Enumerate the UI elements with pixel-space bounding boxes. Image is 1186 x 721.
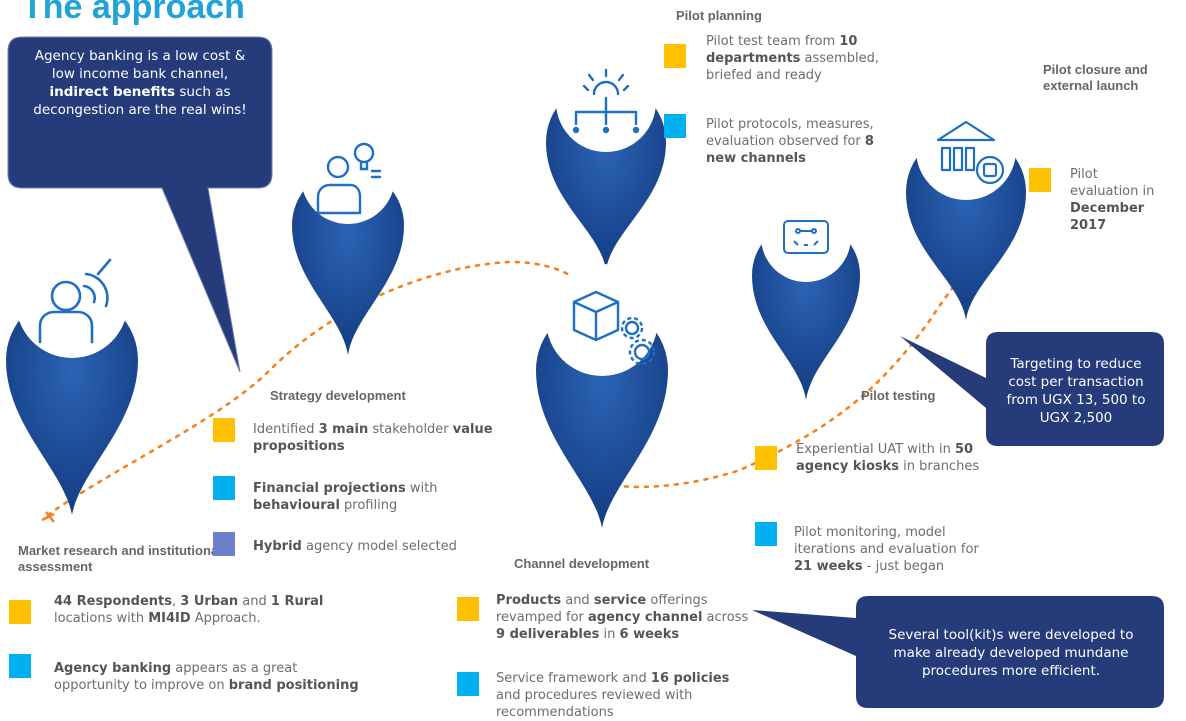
person-lightbulb-icon — [316, 142, 382, 215]
emphasis-text: Financial projections — [253, 481, 406, 496]
item-text: and — [561, 593, 594, 608]
bullet-square — [9, 654, 31, 678]
callout-agency-banking-shape — [7, 36, 273, 373]
stage-title-strategy-development: Strategy development — [270, 388, 406, 403]
hierarchy-gear-icon — [572, 68, 640, 134]
pilot-testing-item-uat: Experiential UAT with in 50 agency kiosk… — [796, 441, 1004, 475]
stage-title-pilot-testing: Pilot testing — [861, 388, 936, 403]
channel-item-products-services: Products and service offerings revamped … — [496, 592, 756, 643]
pin-market-research — [6, 246, 138, 515]
stage-title-pilot-planning: Pilot planning — [676, 8, 762, 23]
market-research-item-agency-opportunity: Agency banking appears as a great opport… — [54, 660, 364, 694]
bullet-square — [755, 446, 777, 470]
emphasis-text: 16 policies — [650, 671, 730, 686]
item-text: agency model selected — [301, 539, 457, 554]
emphasis-text: agency channel — [588, 610, 703, 625]
item-text: Experiential UAT with in — [796, 442, 955, 457]
callout-targeting-shape — [900, 332, 1164, 446]
item-text: offerings revamped for — [496, 593, 708, 625]
stage-title-channel-development: Channel development — [514, 556, 650, 571]
item-text: Pilot monitoring, model iterations and e… — [794, 525, 979, 557]
bullet-square — [213, 476, 235, 500]
emphasis-text: 44 Respondents — [54, 594, 173, 609]
bullet-square — [664, 114, 686, 138]
item-text: appears as a great opportunity to improv… — [54, 661, 298, 693]
pin-strategy-development — [292, 130, 404, 355]
item-text: with — [405, 481, 438, 496]
bullet-square — [213, 418, 235, 442]
item-text: Pilot evaluation in — [1070, 167, 1155, 199]
pin-channel-development — [536, 264, 668, 528]
emphasis-text: 8 new channels — [706, 134, 874, 166]
item-text: Pilot protocols, measures, evaluation ob… — [706, 117, 874, 149]
item-text: - just began — [862, 559, 945, 574]
item-text: in — [599, 627, 620, 642]
emphasis-text: brand positioning — [228, 678, 359, 693]
stage-title-pilot-closure: Pilot closure and external launch — [1043, 62, 1148, 93]
item-text: locations with — [54, 611, 149, 626]
emphasis-text: 9 deliverables — [496, 627, 600, 642]
emphasis-text: 50 agency kiosks — [796, 442, 974, 474]
bullet-square — [9, 600, 31, 624]
pilot-closure-item-evaluation: Pilot evaluation in December 2017 — [1070, 166, 1170, 234]
emphasis-text: MI4ID — [148, 611, 191, 626]
pin-pilot-testing — [752, 192, 860, 400]
emphasis-text: 3 main — [318, 422, 369, 437]
emphasis-text: 10 departments — [706, 34, 858, 66]
item-text: stakeholder — [368, 422, 453, 437]
kiosk-screen-icon — [783, 220, 829, 254]
pin-pilot-planning — [546, 52, 666, 270]
pilot-planning-item-test-team: Pilot test team from 10 departments asse… — [706, 33, 906, 84]
item-text: Identified — [253, 422, 319, 437]
item-text: in branches — [899, 459, 980, 474]
emphasis-text: Products — [496, 593, 562, 608]
callout-toolkits-shape — [752, 596, 1164, 708]
bank-building-icon — [936, 120, 1005, 185]
bullet-square — [457, 672, 479, 696]
callout-targeting: Targeting to reduce cost per transaction… — [1006, 356, 1146, 426]
bullet-square — [664, 44, 686, 68]
emphasis-text: behavioural — [253, 498, 340, 513]
item-text: assembled, briefed and ready — [706, 51, 879, 83]
emphasis-text: 6 weeks — [619, 627, 680, 642]
item-text: and — [238, 594, 271, 609]
pilot-testing-item-monitoring: Pilot monitoring, model iterations and e… — [794, 524, 994, 575]
strategy-item-financial-projections: Financial projections with behavioural p… — [253, 480, 473, 514]
person-signal-icon — [38, 258, 112, 344]
strategy-item-value-propositions: Identified 3 main stakeholder value prop… — [253, 421, 533, 455]
emphasis-text: 21 weeks — [794, 559, 863, 574]
market-research-item-respondents: 44 Respondents, 3 Urban and 1 Rural loca… — [54, 593, 354, 627]
stage-title-market-research: Market research and institutional assess… — [18, 543, 222, 574]
item-text: Service framework and — [496, 671, 651, 686]
roadmap-start-marker — [41, 511, 55, 523]
pin-pilot-closure — [906, 100, 1026, 320]
strategy-item-hybrid-model: Hybrid agency model selected — [253, 538, 493, 555]
callout-agency-banking: Agency banking is a low cost & low incom… — [33, 48, 247, 118]
emphasis-text: value propositions — [253, 422, 493, 454]
bullet-square — [213, 532, 235, 556]
page-title: The approach — [22, 0, 245, 26]
emphasis-text: service — [593, 593, 647, 608]
bullet-square — [755, 522, 777, 546]
channel-item-service-framework: Service framework and 16 policies and pr… — [496, 670, 756, 721]
emphasis-text: 1 Rural — [270, 594, 324, 609]
item-text: , — [172, 594, 181, 609]
item-text: Approach. — [190, 611, 261, 626]
emphasis-text: Agency banking — [54, 661, 172, 676]
item-text: profiling — [339, 498, 398, 513]
pilot-planning-item-protocols: Pilot protocols, measures, evaluation ob… — [706, 116, 906, 167]
item-text: Pilot test team from — [706, 34, 840, 49]
bullet-square — [1029, 168, 1051, 192]
callout-toolkits: Several tool(kit)s were developed to mak… — [888, 627, 1134, 679]
item-text: and procedures reviewed with recommendat… — [496, 688, 693, 720]
item-text: across — [702, 610, 749, 625]
emphasis-text: Hybrid — [253, 539, 302, 554]
box-gear-icon — [572, 290, 656, 366]
emphasis-text: December 2017 — [1070, 201, 1145, 233]
emphasis-text: 3 Urban — [180, 594, 239, 609]
bullet-square — [457, 597, 479, 621]
